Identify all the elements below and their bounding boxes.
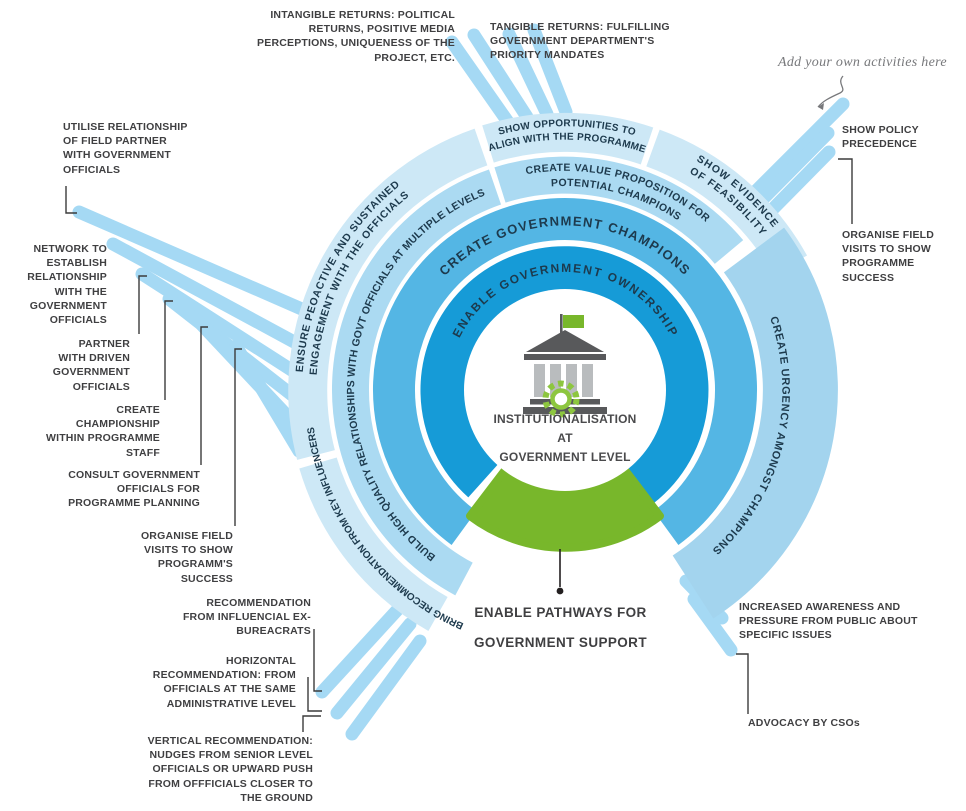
callout-vertical-rec: VERTICAL RECOMMENDATION: NUDGES FROM SEN… <box>147 735 313 804</box>
callout-network: NETWORK TO ESTABLISH RELATIONSHIP WITH T… <box>27 243 107 326</box>
annotation-add-your-own: Add your own activities here <box>778 55 947 70</box>
ray-tangible-1 <box>502 27 554 121</box>
gear-hub <box>550 388 572 410</box>
ray-tangible-2 <box>527 23 573 119</box>
ray-vertical-rec <box>345 634 427 741</box>
connector-consult <box>200 326 208 465</box>
ray-add-own <box>748 97 850 199</box>
ray-utilise <box>72 205 311 317</box>
callout-utilise: UTILISE RELATIONSHIP OF FIELD PARTNER WI… <box>63 121 188 176</box>
ray-organise-left <box>229 339 306 458</box>
callout-organise-right: ORGANISE FIELD VISITS TO SHOW PROGRAMME … <box>842 229 935 284</box>
callout-rec-ex: RECOMMENDATION FROM INFLUENCIAL EX- BURE… <box>182 597 311 638</box>
ray-network <box>106 237 303 350</box>
segment-show-opportunities <box>482 112 654 165</box>
arrow-squiggle-icon <box>817 75 844 110</box>
building-columns <box>534 364 593 397</box>
segment-value-proposition <box>494 156 744 265</box>
ray-horizontal-rec <box>330 617 417 720</box>
callout-partner: PARTNER WITH DRIVEN GOVERNMENT OFFICIALS <box>52 338 130 393</box>
callout-horizontal-rec: HORIZONTAL RECOMMENDATION: FROM OFFICIAL… <box>152 655 296 710</box>
pointer-dot <box>556 587 564 595</box>
ray-partner <box>135 267 300 378</box>
connector-organise-right <box>838 158 853 224</box>
building-pediment <box>526 330 604 352</box>
building-step-2 <box>523 407 607 414</box>
second-ring <box>331 156 838 619</box>
callout-show-policy: SHOW POLICY PRECEDENCE <box>842 124 919 151</box>
center-label: INSTITUTIONALISATION AT GOVERNMENT LEVEL <box>493 412 637 465</box>
callout-increased-awareness: INCREASED AWARENESS AND PRESSURE FROM PU… <box>739 601 918 642</box>
callout-advocacy: ADVOCACY BY CSOs <box>748 717 860 729</box>
callout-tangible-returns: TANGIBLE RETURNS: FULFILLING GOVERNMENT … <box>490 21 670 62</box>
segment-build-high-quality <box>331 169 502 596</box>
segment-ensure-engagement <box>288 128 488 460</box>
connector-vertical-rec <box>302 715 321 732</box>
callout-intangible-returns: INTANGIBLE RETURNS: POLITICAL RETURNS, P… <box>257 9 455 64</box>
connector-partner <box>138 275 147 334</box>
ray-intangible-1 <box>445 35 515 129</box>
connector-horizontal-rec <box>307 677 322 712</box>
government-building-icon <box>523 314 607 418</box>
flag-icon <box>563 315 584 328</box>
flag-pole <box>560 314 563 340</box>
ray-advocacy <box>687 592 738 657</box>
connector-lines <box>65 158 853 732</box>
gear-icon <box>542 380 580 418</box>
ray-intangible-2 <box>467 28 534 124</box>
building-architrave <box>524 354 606 360</box>
callout-create-championship: CREATE CHAMPIONSHIP WITHIN PROGRAMME STA… <box>45 404 160 459</box>
segment-create-urgency <box>672 227 838 619</box>
connector-organise-left <box>234 348 242 526</box>
connector-rec-ex <box>313 629 322 692</box>
green-arc-label: ENABLE PATHWAYS FOR GOVERNMENT SUPPORT <box>474 605 647 650</box>
callout-consult: CONSULT GOVERNMENT OFFICIALS FOR PROGRAM… <box>68 469 200 510</box>
connector-create-championship <box>164 300 173 400</box>
ring-enable-ownership <box>420 246 709 504</box>
ring-create-champions <box>373 198 757 545</box>
callout-organise-left: ORGANISE FIELD VISITS TO SHOW PROGRAMM'S… <box>140 530 233 585</box>
ray-rec-ex <box>315 600 407 699</box>
connector-utilise <box>65 186 77 214</box>
segment-bring-recommendation <box>299 457 448 631</box>
connector-advocacy <box>736 653 749 714</box>
